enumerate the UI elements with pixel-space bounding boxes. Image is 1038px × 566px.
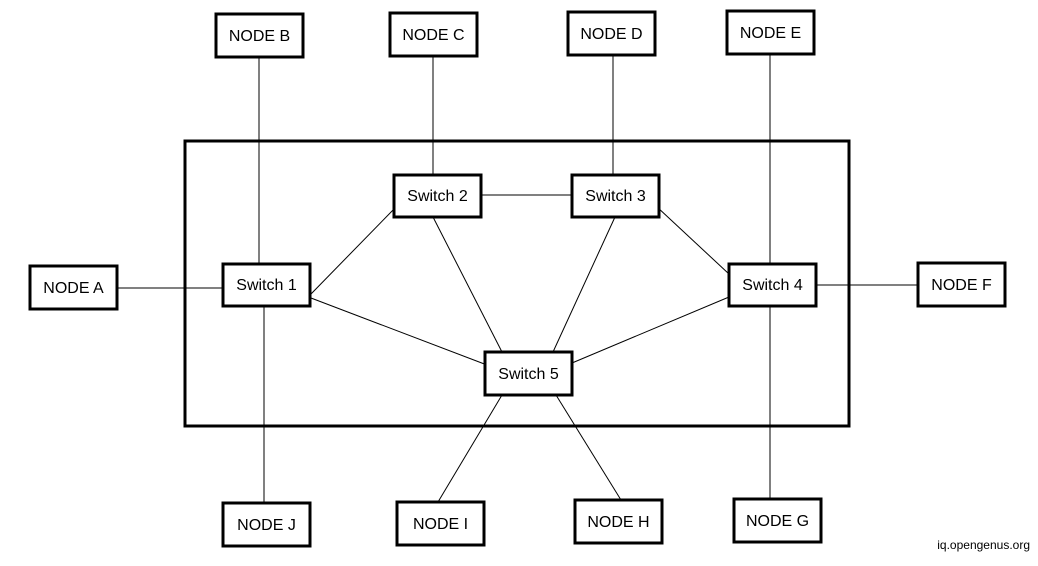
switch-4: Switch 4 [727, 262, 818, 308]
node-a: NODE A [28, 264, 119, 311]
link-switch-5-node-h [555, 394, 622, 501]
node-e-label: NODE E [740, 25, 801, 42]
switch-4-label: Switch 4 [742, 277, 803, 294]
switch-3: Switch 3 [570, 173, 661, 219]
link-switch-1-switch-5 [310, 297, 488, 366]
switch-2: Switch 2 [392, 173, 483, 219]
node-e: NODE E [725, 9, 816, 56]
link-switch-3-switch-5 [552, 216, 616, 353]
node-g: NODE G [732, 497, 823, 544]
node-c: NODE C [388, 11, 479, 58]
link-switch-2-switch-5 [432, 216, 503, 353]
switch-1: Switch 1 [221, 262, 312, 308]
switch-1-label: Switch 1 [236, 277, 297, 294]
node-a-label: NODE A [43, 280, 104, 297]
node-c-label: NODE C [402, 27, 464, 44]
network-boundary [183, 139, 851, 428]
node-i: NODE I [395, 500, 486, 547]
links [117, 54, 918, 503]
node-f: NODE F [916, 261, 1007, 308]
link-switch-3-switch-4 [655, 205, 730, 275]
link-switch-4-switch-5 [571, 296, 730, 364]
node-j-label: NODE J [237, 517, 296, 534]
node-d-label: NODE D [580, 26, 642, 43]
switch-3-label: Switch 3 [585, 188, 646, 205]
node-i-label: NODE I [413, 516, 468, 533]
switch-5-label: Switch 5 [498, 366, 559, 383]
node-d: NODE D [566, 10, 657, 57]
node-h-label: NODE H [587, 514, 649, 531]
node-f-label: NODE F [931, 277, 992, 294]
link-switch-1-switch-2 [310, 207, 396, 295]
node-h: NODE H [573, 498, 664, 545]
source-watermark: iq.opengenus.org [937, 538, 1030, 552]
node-b: NODE B [214, 12, 305, 59]
switch-5: Switch 5 [483, 350, 574, 397]
node-g-label: NODE G [746, 513, 809, 530]
switch-2-label: Switch 2 [407, 188, 468, 205]
node-j: NODE J [221, 501, 312, 548]
link-switch-5-node-i [437, 394, 503, 503]
node-b-label: NODE B [229, 28, 290, 45]
